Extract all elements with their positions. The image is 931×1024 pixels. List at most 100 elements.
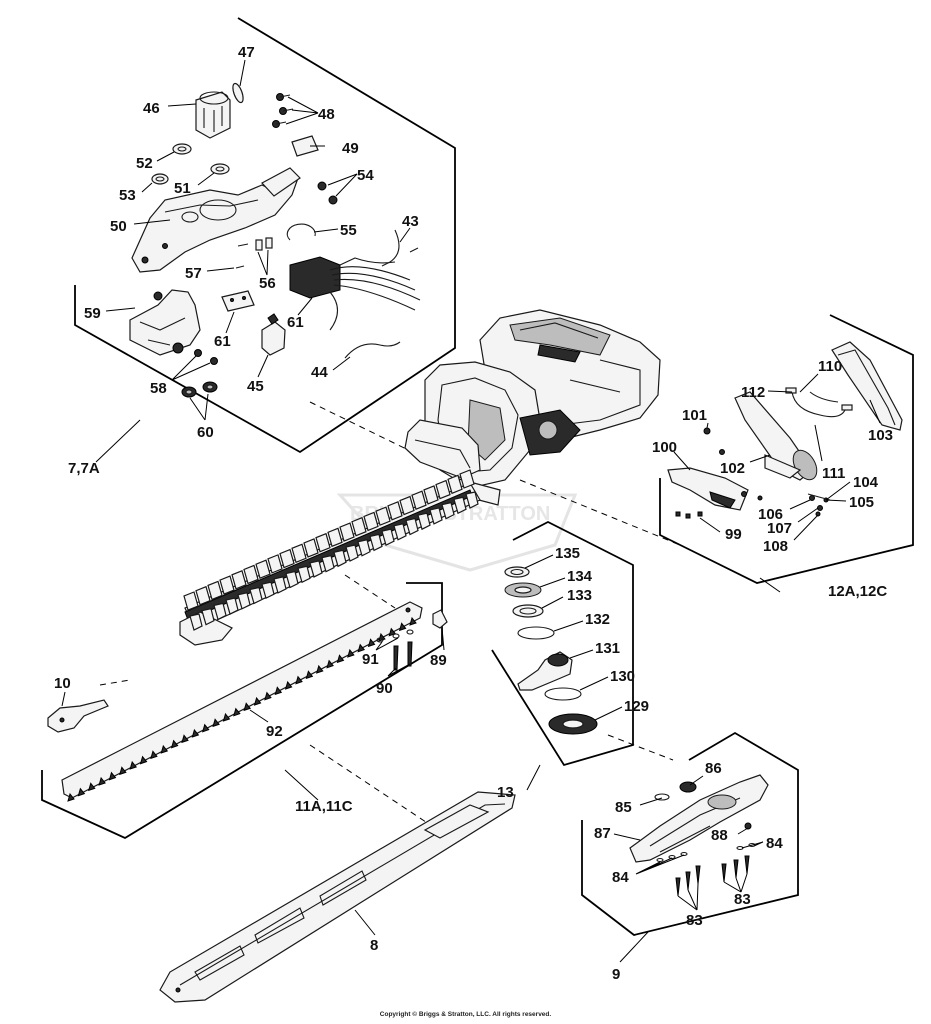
blade-tooth: [255, 559, 271, 579]
blade-tooth: [297, 565, 311, 584]
blade-tooth: [369, 533, 383, 552]
frame-group-9: [581, 731, 799, 936]
blade-tooth: [399, 495, 415, 516]
bar-tooth: [108, 771, 117, 781]
blade-tooth: [435, 479, 451, 500]
gearbox-parts: [129, 82, 421, 398]
trimmer-main-body: [404, 309, 661, 506]
bar-tooth: [98, 776, 106, 786]
blade-tooth: [351, 516, 367, 537]
part-label: 111: [822, 465, 845, 482]
blade-tooth: [339, 522, 355, 542]
blade-tooth: [231, 569, 247, 590]
part-label: 85: [615, 799, 632, 816]
blade-tooth: [249, 586, 263, 605]
part-label: 103: [868, 427, 893, 444]
cover-parts: [667, 341, 903, 519]
part-label: 52: [136, 155, 153, 172]
part-label: 129: [624, 698, 649, 715]
part-label: 100: [652, 439, 677, 456]
bar-tooth: [398, 622, 407, 632]
group-label: 9: [612, 966, 620, 983]
blade-tooth: [327, 527, 343, 548]
dash-leader: [344, 574, 396, 609]
blade-tooth: [195, 585, 211, 606]
part-label: 47: [238, 44, 255, 61]
blade-tooth: [267, 554, 283, 574]
blade-tooth: [345, 544, 359, 562]
part-label: 89: [430, 652, 447, 669]
blade-tooth: [261, 581, 275, 600]
dash-leader: [519, 479, 681, 546]
blade-tooth: [459, 469, 475, 489]
bar-tooth: [119, 766, 127, 776]
blade-tooth: [453, 496, 467, 515]
bar-tooth: [160, 744, 169, 754]
part-label: 132: [585, 611, 610, 628]
part-label: 61: [214, 333, 231, 350]
gearcase-parts: [629, 774, 769, 897]
part-label: 48: [318, 106, 335, 123]
part-label: 58: [150, 380, 167, 397]
part-label: 105: [849, 494, 874, 511]
part-label: 134: [567, 568, 593, 585]
bar-tooth: [243, 702, 252, 712]
bar-tooth: [170, 739, 179, 749]
blade-tooth: [189, 613, 203, 631]
bar-tooth: [305, 670, 314, 680]
blade-tooth: [333, 549, 347, 568]
part-label: 110: [818, 358, 842, 375]
cutting-blade-assembly: [179, 469, 481, 646]
bar-tooth: [77, 787, 86, 797]
part-label: 84: [766, 835, 783, 852]
part-label: 135: [555, 545, 580, 562]
group-label: 13: [497, 784, 514, 801]
bar-tooth: [409, 616, 417, 626]
copyright-notice: Copyright © Briggs & Stratton, LLC. All …: [379, 1011, 552, 1018]
part-label: 106: [758, 506, 783, 523]
frame-group-11: [41, 582, 443, 840]
blade-scabbard: [159, 791, 516, 1003]
blade-tooth: [381, 528, 395, 546]
part-label: 50: [110, 218, 127, 235]
blade-tooth: [447, 474, 463, 495]
bar-tooth: [367, 638, 376, 648]
part-label: 88: [711, 827, 728, 844]
blade-tooth: [201, 607, 215, 626]
part-label: 61: [287, 314, 304, 331]
blade-tooth: [321, 554, 335, 573]
blade-tooth: [219, 575, 235, 595]
bar-tooth: [181, 734, 189, 744]
group-labels: 7,7A 12A,12C 11A,11C 13 8 9: [68, 460, 887, 983]
frame-group-13: [491, 520, 634, 767]
blade-tooth: [237, 592, 251, 610]
blade-tooth: [429, 507, 443, 525]
blade-tooth: [417, 512, 431, 531]
gear-stack-parts: [504, 566, 598, 735]
blade-tooth: [213, 602, 227, 621]
part-label: 91: [362, 651, 379, 668]
bar-tooth: [139, 755, 148, 765]
part-label: 90: [376, 680, 393, 697]
part-label: 54: [357, 167, 374, 184]
leader-lines: [61, 59, 881, 963]
part-label: 87: [594, 825, 611, 842]
part-label: 46: [143, 100, 160, 117]
blade-teeth: [183, 469, 479, 631]
part-label: 99: [725, 526, 742, 543]
part-label: 55: [340, 222, 357, 239]
bar-tooth: [67, 792, 75, 802]
bar-tooth: [347, 648, 355, 658]
part-label: 101: [682, 407, 707, 424]
part-label: 45: [247, 378, 264, 395]
bar-tooth: [274, 686, 283, 696]
blade-tooth: [309, 560, 323, 578]
part-label: 56: [259, 275, 276, 292]
blade-tooth: [387, 501, 403, 521]
part-label: 102: [720, 460, 745, 477]
group-label: 12A,12C: [828, 583, 887, 600]
bar-tooth: [129, 760, 138, 770]
part-label: 51: [174, 180, 191, 197]
part-label: 10: [54, 675, 71, 692]
